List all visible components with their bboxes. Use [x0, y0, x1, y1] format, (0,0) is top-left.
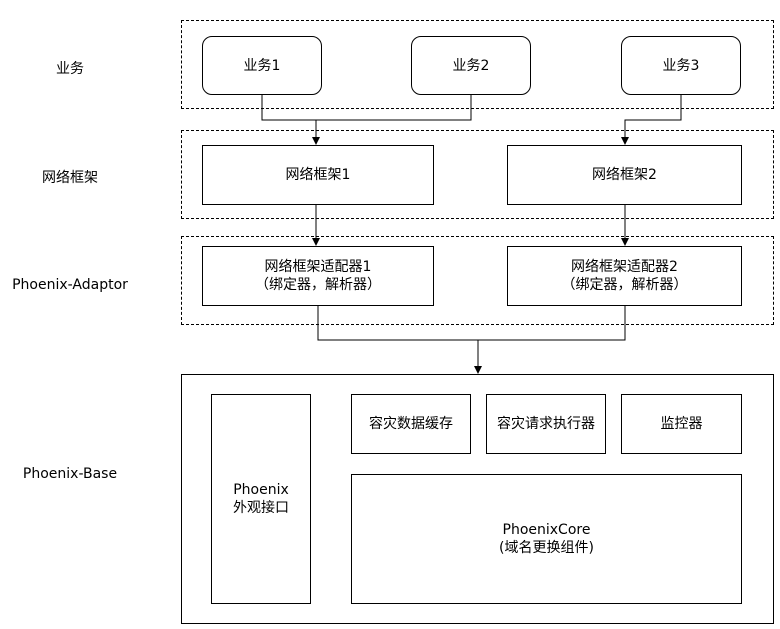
phoenix-facade-subtitle: 外观接口 [233, 500, 289, 516]
phoenix-core-title: PhoenixCore [502, 522, 591, 538]
adaptor-node-1: 网络框架适配器1 （绑定器，解析器） [202, 246, 434, 306]
phoenix-facade-title: Phoenix [233, 482, 289, 498]
phoenix-facade-node: Phoenix 外观接口 [211, 394, 311, 604]
phoenix-core-node: PhoenixCore (域名更换组件) [351, 474, 742, 604]
disaster-cache-node: 容灾数据缓存 [351, 394, 471, 454]
layer-label-base: Phoenix-Base [22, 466, 118, 482]
framework-node-1-label: 网络框架1 [285, 167, 351, 183]
adaptor-group [181, 236, 774, 325]
adaptor-node-1-subtitle: （绑定器，解析器） [255, 277, 381, 293]
framework-node-1: 网络框架1 [202, 145, 434, 205]
edge-business3-framework2 [621, 95, 682, 145]
disaster-cache-label: 容灾数据缓存 [369, 416, 453, 432]
edge-adaptor1-base [317, 306, 478, 341]
business-node-1-label: 业务1 [243, 57, 281, 74]
adaptor-node-2-title: 网络框架适配器2 [571, 259, 678, 275]
business-node-2: 业务2 [411, 36, 531, 95]
framework-group [181, 130, 774, 219]
business-group [181, 20, 774, 109]
monitor-node: 监控器 [621, 394, 742, 454]
edge-business2-framework1 [316, 95, 472, 121]
edge-business1-framework1 [261, 95, 316, 121]
disaster-executor-node: 容灾请求执行器 [486, 394, 606, 454]
framework-node-2: 网络框架2 [507, 145, 742, 205]
layer-label-adaptor: Phoenix-Adaptor [12, 277, 128, 293]
business-node-3: 业务3 [621, 36, 741, 95]
disaster-executor-label: 容灾请求执行器 [497, 416, 595, 432]
layer-label-framework: 网络框架 [42, 170, 98, 186]
business-node-3-label: 业务3 [662, 57, 700, 74]
adaptor-node-2: 网络框架适配器2 （绑定器，解析器） [507, 246, 742, 306]
phoenix-core-subtitle: (域名更换组件) [499, 540, 594, 556]
framework-node-2-label: 网络框架2 [592, 167, 657, 183]
adaptor-node-2-subtitle: （绑定器，解析器） [561, 277, 688, 293]
adaptor-node-1-title: 网络框架适配器1 [264, 259, 372, 275]
monitor-label: 监控器 [660, 416, 703, 432]
business-node-1: 业务1 [202, 36, 322, 95]
layer-label-business: 业务 [56, 61, 84, 77]
business-node-2-label: 业务2 [452, 57, 490, 74]
edge-adaptor2-base [478, 306, 626, 341]
